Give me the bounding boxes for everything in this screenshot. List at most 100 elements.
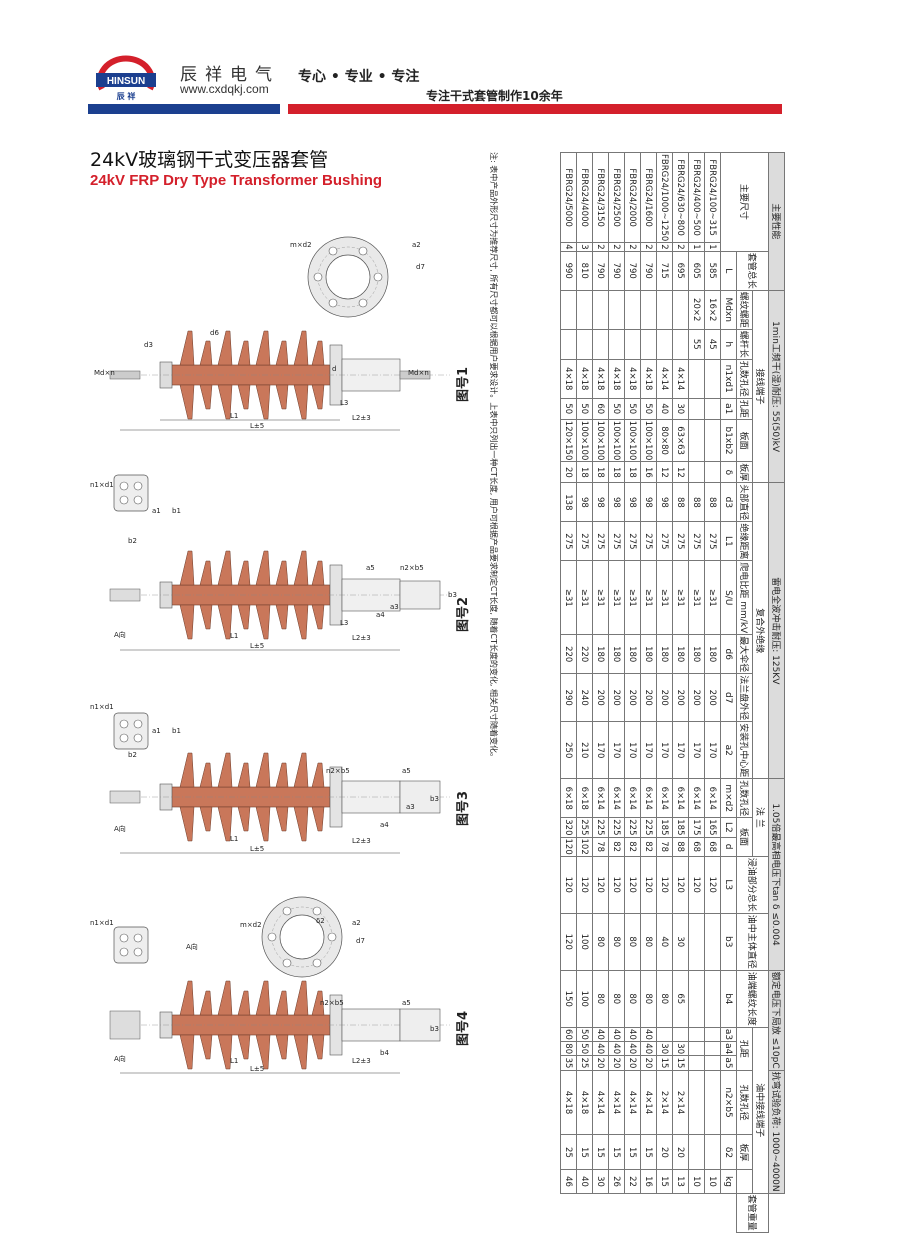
group-insulation: 复合外绝缘 xyxy=(752,482,769,779)
value-cell: 80 xyxy=(624,913,641,971)
value-cell: 80 xyxy=(640,913,657,971)
value-cell: 120 xyxy=(640,856,657,914)
value-cell: 68 xyxy=(688,837,705,857)
brand-url[interactable]: www.cxdqkj.com xyxy=(180,82,269,96)
value-cell: 55 xyxy=(688,329,705,360)
symbol-cell: d6 xyxy=(720,634,737,674)
fig1-bushing xyxy=(109,330,451,420)
value-cell: 22 xyxy=(624,1169,641,1194)
value-cell: 790 xyxy=(624,251,641,291)
value-cell: 275 xyxy=(704,521,721,561)
value-cell: 225 xyxy=(640,817,657,837)
value-cell: 200 xyxy=(592,673,609,722)
symbol-cell: b1xb2 xyxy=(720,419,737,462)
svg-text:n1×d1: n1×d1 xyxy=(90,703,114,711)
value-cell: 170 xyxy=(640,721,657,779)
svg-text:n2×b5: n2×b5 xyxy=(400,564,424,572)
value-cell: 290 xyxy=(560,673,577,722)
value-cell: 78 xyxy=(656,837,673,857)
value-cell: 82 xyxy=(624,837,641,857)
model-cell: FBRG24/1000~1250 xyxy=(656,152,673,243)
value-cell: 2 xyxy=(672,242,689,252)
svg-text:A向: A向 xyxy=(186,942,198,951)
symbol-cell: kg xyxy=(720,1169,737,1194)
value-cell: 50 xyxy=(576,1027,593,1042)
value-cell: 4 xyxy=(560,242,577,252)
value-cell: 6×14 xyxy=(608,778,625,818)
value-cell: 4×14 xyxy=(592,1070,609,1135)
value-cell: 88 xyxy=(672,482,689,522)
spec-table-panel: 主要性能 1min工频干(湿)耐压: 55(50)kV 雷电全波冲击耐压: 12… xyxy=(479,152,785,1233)
svg-text:A向: A向 xyxy=(114,1054,126,1063)
value-cell: 40 xyxy=(624,1041,641,1056)
value-cell: 200 xyxy=(672,673,689,722)
value-cell: 15 xyxy=(576,1134,593,1170)
svg-text:L2±3: L2±3 xyxy=(352,837,371,845)
value-cell: 50 xyxy=(640,398,657,420)
value-cell xyxy=(688,419,705,462)
svg-text:L±5: L±5 xyxy=(250,642,264,650)
value-cell: 240 xyxy=(576,673,593,722)
value-cell: 50 xyxy=(560,398,577,420)
value-cell: 180 xyxy=(592,634,609,674)
value-cell: ≥31 xyxy=(624,560,641,635)
value-cell: 63×63 xyxy=(672,419,689,462)
value-cell xyxy=(688,1027,705,1042)
svg-text:L±5: L±5 xyxy=(250,422,264,430)
value-cell: 88 xyxy=(672,837,689,857)
value-cell: 80 xyxy=(608,913,625,971)
value-cell: 18 xyxy=(592,461,609,483)
value-cell: 255 xyxy=(576,817,593,837)
value-cell: 6×14 xyxy=(624,778,641,818)
table-note: 注: 表中产品外形尺寸为推荐尺寸, 所有尺寸都可以根据用户要求设计。上表中只列出… xyxy=(489,152,498,761)
svg-text:d3: d3 xyxy=(144,341,153,349)
symbol-cell: Mdxn xyxy=(720,290,737,330)
fig3-bushing xyxy=(109,752,451,842)
svg-text:L1: L1 xyxy=(230,835,238,843)
model-cell: FBRG24/630~800 xyxy=(672,152,689,243)
value-cell: 45 xyxy=(704,329,721,360)
value-cell xyxy=(656,329,673,360)
value-cell: 220 xyxy=(576,634,593,674)
svg-text:n1×d1: n1×d1 xyxy=(90,919,114,927)
value-cell: 25 xyxy=(576,1055,593,1071)
value-cell: 15 xyxy=(640,1134,657,1170)
value-cell xyxy=(704,1134,721,1170)
value-cell: 80 xyxy=(560,1041,577,1056)
value-cell: 180 xyxy=(704,634,721,674)
symbol-cell: d7 xyxy=(720,673,737,722)
fig1-flange-view xyxy=(307,236,389,318)
figure-label-2: 图号2 xyxy=(456,596,471,632)
value-cell: ≥31 xyxy=(688,560,705,635)
svg-text:d7: d7 xyxy=(356,937,365,945)
value-cell: 2 xyxy=(640,242,657,252)
value-cell: 30 xyxy=(592,1169,609,1194)
symbol-cell: δ2 xyxy=(720,1134,737,1170)
value-cell: 15 xyxy=(624,1134,641,1170)
value-cell: 50 xyxy=(576,398,593,420)
perf-bend: 抗弯试验负荷: 1000~4000N xyxy=(768,1070,785,1194)
value-cell: 605 xyxy=(688,251,705,291)
value-cell: 715 xyxy=(656,251,673,291)
value-cell: 275 xyxy=(656,521,673,561)
fig2-bushing xyxy=(109,550,451,640)
value-cell: 100×100 xyxy=(576,419,593,462)
value-cell: ≥31 xyxy=(640,560,657,635)
value-cell: ≥31 xyxy=(560,560,577,635)
svg-text:L3: L3 xyxy=(340,399,348,407)
value-cell: 120 xyxy=(560,856,577,914)
group-terminal: 接线端子 xyxy=(752,290,769,483)
spec-table: 主要性能 1min工频干(湿)耐压: 55(50)kV 雷电全波冲击耐压: 12… xyxy=(560,152,785,1233)
value-cell: 15 xyxy=(656,1169,673,1194)
value-cell xyxy=(688,461,705,483)
svg-text:a3: a3 xyxy=(390,603,399,611)
value-cell: 275 xyxy=(608,521,625,561)
value-cell: 15 xyxy=(656,1055,673,1071)
value-cell: 200 xyxy=(640,673,657,722)
symbol-cell: d xyxy=(720,837,737,857)
value-cell xyxy=(624,290,641,330)
